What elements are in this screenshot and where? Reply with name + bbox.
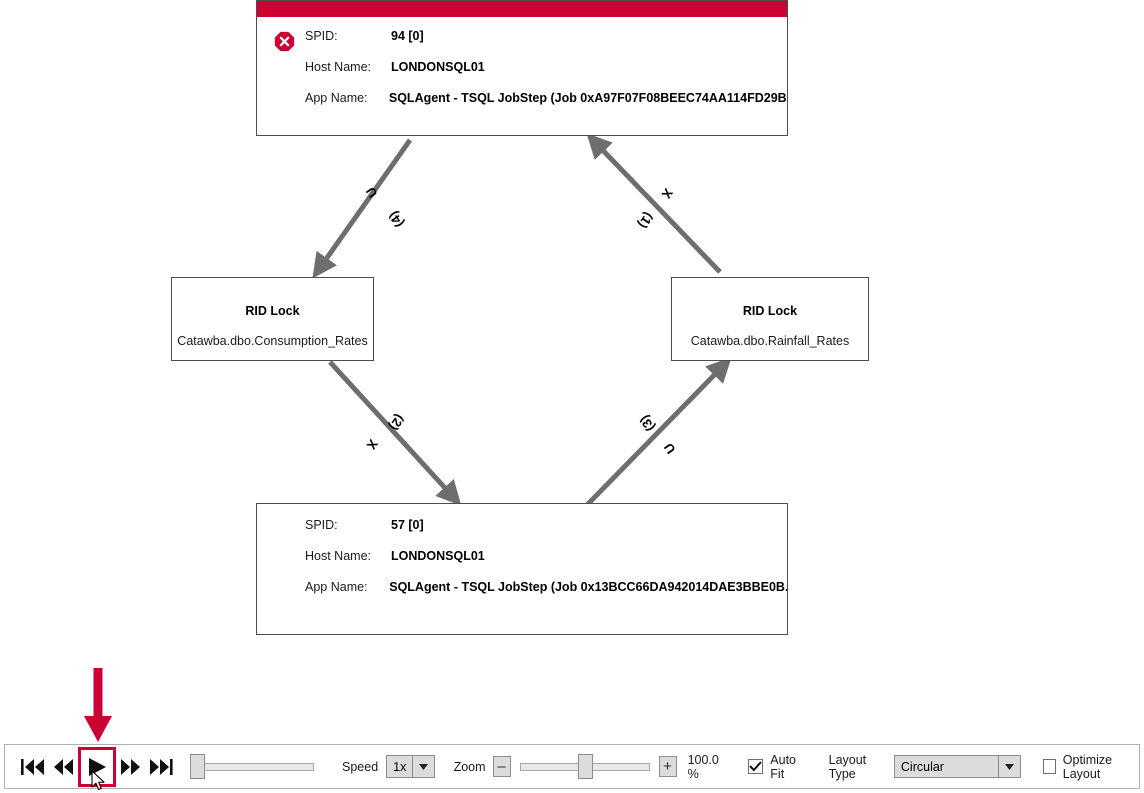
node-row: App Name: SQLAgent - TSQL JobStep (Job 0… <box>257 91 787 122</box>
skip-to-start-icon <box>21 758 44 775</box>
row-label: App Name: <box>305 91 368 105</box>
edge-label-order-3: (3) <box>636 412 658 435</box>
skip-to-end-button[interactable] <box>146 750 176 784</box>
row-value: SQLAgent - TSQL JobStep (Job 0x13BCC66DA… <box>389 580 787 594</box>
playback-toolbar: Speed 1x Zoom – + 100.0 % Auto Fit Layou… <box>4 744 1140 789</box>
edge-label-order-1: (1) <box>635 209 657 232</box>
row-value: 94 [0] <box>391 29 424 43</box>
speed-label: Speed <box>342 759 379 774</box>
step-back-button[interactable] <box>48 750 78 784</box>
row-label: App Name: <box>305 580 368 594</box>
error-stop-icon <box>274 31 295 52</box>
optimize-layout-label: Optimize Layout <box>1062 752 1113 781</box>
checkmark-icon <box>749 761 763 772</box>
row-label: Host Name: <box>305 549 371 563</box>
step-forward-button[interactable] <box>116 750 146 784</box>
skip-to-start-button[interactable] <box>18 750 48 784</box>
annotation-arrow-down-icon <box>84 668 112 742</box>
row-value: 57 [0] <box>391 518 424 532</box>
zoom-label: Zoom <box>453 759 486 774</box>
optimize-layout-checkbox[interactable] <box>1042 759 1056 774</box>
node-header-bar <box>257 1 787 17</box>
node-row: Host Name: LONDONSQL01 <box>257 60 787 91</box>
node-session-spid-94[interactable]: SPID: 94 [0] Host Name: LONDONSQL01 App … <box>256 0 788 136</box>
step-back-icon <box>54 758 73 775</box>
edge-label-mode-4: U <box>362 184 381 201</box>
node-row: Host Name: LONDONSQL01 <box>257 549 787 580</box>
node-resource-rid-lock-rainfall[interactable]: RID Lock Catawba.dbo.Rainfall_Rates <box>671 277 869 361</box>
row-value: LONDONSQL01 <box>391 60 485 74</box>
minus-icon: – <box>497 758 506 775</box>
edge-label-mode-2: X <box>363 436 381 453</box>
timeline-slider-track <box>196 762 314 771</box>
row-value: SQLAgent - TSQL JobStep (Job 0xA97F07F08… <box>388 91 787 105</box>
layout-type-select[interactable]: Circular <box>893 755 1021 778</box>
timeline-slider-thumb[interactable] <box>190 754 205 779</box>
resource-title: RID Lock <box>245 304 300 318</box>
step-forward-icon <box>121 758 140 775</box>
layout-type-label: Layout Type <box>828 752 867 781</box>
resource-subtitle: Catawba.dbo.Rainfall_Rates <box>690 334 850 348</box>
zoom-percent: 100.0 % <box>687 752 719 781</box>
auto-fit-label: Auto Fit <box>770 752 796 781</box>
timeline-slider[interactable] <box>190 750 314 784</box>
resource-title: RID Lock <box>742 304 798 318</box>
chevron-down-icon[interactable] <box>997 756 1020 777</box>
zoom-in-button[interactable]: + <box>658 756 677 777</box>
speed-value: 1x <box>393 759 407 774</box>
skip-to-end-icon <box>150 758 173 775</box>
node-resource-rid-lock-consumption[interactable]: RID Lock Catawba.dbo.Consumption_Rates <box>171 277 374 361</box>
chevron-down-icon[interactable] <box>411 756 434 777</box>
zoom-slider-thumb[interactable] <box>577 754 593 779</box>
mouse-cursor-icon <box>91 770 105 791</box>
layout-type-value: Circular <box>900 759 944 774</box>
speed-select[interactable]: 1x <box>386 755 435 778</box>
edge-label-mode-1: X <box>658 185 676 202</box>
auto-fit-checkbox[interactable] <box>748 759 764 774</box>
plus-icon: + <box>663 758 672 775</box>
node-row: SPID: 57 [0] <box>257 518 787 549</box>
zoom-out-button[interactable]: – <box>492 756 511 777</box>
edge-label-order-4: (4) <box>385 208 407 231</box>
row-label: SPID: <box>305 518 338 532</box>
zoom-slider[interactable] <box>519 750 650 784</box>
deadlock-graph-canvas[interactable]: U (4) X (2) U (3) X (1) SPID: 94 [0] Hos… <box>0 0 1144 744</box>
node-row: App Name: SQLAgent - TSQL JobStep (Job 0… <box>257 580 787 611</box>
row-label: Host Name: <box>305 60 371 74</box>
resource-subtitle: Catawba.dbo.Consumption_Rates <box>177 334 368 348</box>
row-value: LONDONSQL01 <box>391 549 485 563</box>
row-label: SPID: <box>305 29 338 43</box>
node-row: SPID: 94 [0] <box>257 29 787 60</box>
play-icon <box>89 757 106 776</box>
node-session-spid-57[interactable]: SPID: 57 [0] Host Name: LONDONSQL01 App … <box>256 503 788 635</box>
edge-label-mode-3: U <box>660 440 679 457</box>
edge-label-order-2: (2) <box>386 411 408 434</box>
